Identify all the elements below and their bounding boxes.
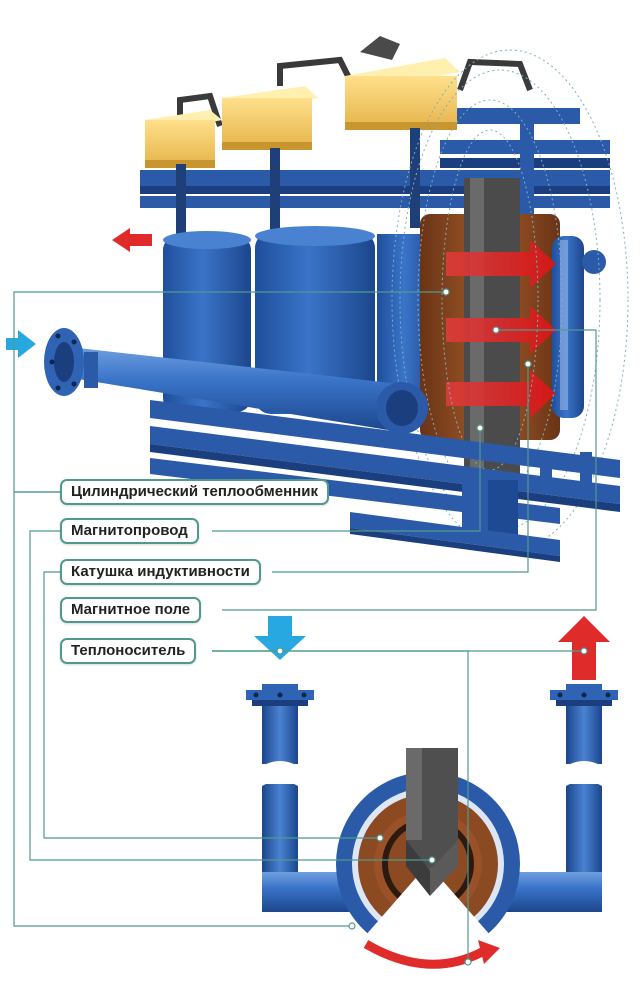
magnetic-field-arrows: [446, 240, 556, 418]
transformer-assembly: [44, 36, 629, 562]
top-frame-beam: [140, 170, 610, 186]
label-magnetic-field: Магнитное поле: [60, 597, 202, 623]
base-frame: [150, 400, 620, 562]
outflow-arrow-top: [112, 228, 152, 252]
leader-dots: [276, 288, 588, 966]
outflow-arrow-up: [558, 616, 610, 680]
inflow-arrow-left: [6, 330, 36, 358]
label-heat-exchanger: Цилиндрический теплообменник: [60, 479, 329, 505]
label-magnetic-field-text: Магнитное поле: [71, 601, 191, 618]
rotation-arrow: [363, 940, 485, 969]
label-magnetic-core-text: Магнитопровод: [71, 522, 188, 539]
label-inductor-coil: Катушка индуктивности: [60, 559, 261, 585]
label-inductor-coil-text: Катушка индуктивности: [71, 563, 250, 580]
label-heat-exchanger-text: Цилиндрический теплообменник: [71, 483, 318, 500]
leader-lines: [13, 291, 597, 962]
inlet-pipe: [44, 328, 428, 434]
label-coolant-text: Теплоноситель: [71, 642, 186, 659]
cross-section-schematic: [246, 684, 618, 969]
label-magnetic-core: Магнитопровод: [60, 518, 199, 544]
label-coolant: Теплоноситель: [60, 638, 197, 664]
